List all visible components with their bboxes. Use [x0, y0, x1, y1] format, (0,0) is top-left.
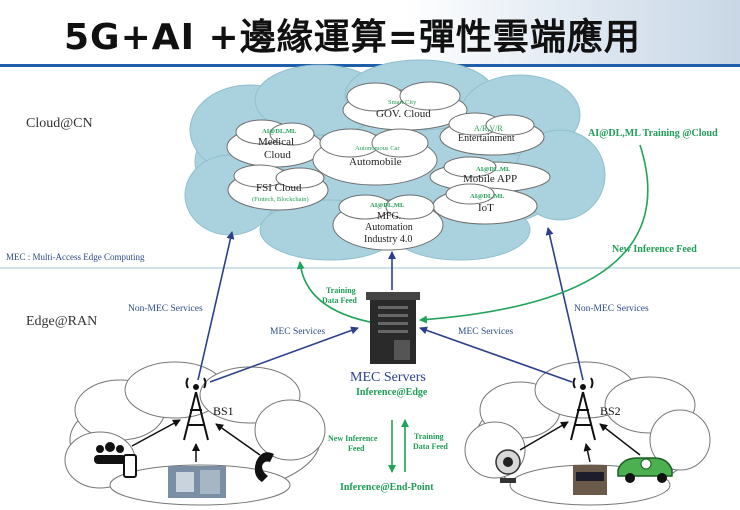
- cloud-mfg: [332, 194, 444, 251]
- mobile-ai-tag: AI@DL,ML: [476, 166, 511, 173]
- training-bottom-1: Training: [414, 432, 444, 441]
- bs2-label: BS2: [600, 404, 621, 418]
- cloud-fsi: [227, 164, 329, 211]
- iot-label: IoT: [478, 202, 494, 214]
- entertainment-label: Entertainment: [458, 133, 515, 144]
- webcam-icon: [495, 449, 521, 483]
- cloud-medical: [226, 119, 324, 168]
- fsi-cloud-label: FSI Cloud: [256, 182, 302, 194]
- training-feed-arrow: [296, 261, 376, 324]
- non-mec-right-arrow: [545, 227, 584, 381]
- medical-label-2: Cloud: [264, 149, 291, 161]
- cloud-automobile: [312, 128, 438, 186]
- mec-left-label: MEC Services: [270, 327, 326, 337]
- autonomous-car-tag: Autonomous Car: [355, 145, 400, 152]
- non-mec-left-arrow: [197, 231, 235, 381]
- ar-vr-tag: A/R,V/R: [474, 124, 503, 133]
- mec-servers-label: MEC Servers: [350, 370, 426, 385]
- training-feed-label-1: Training: [326, 286, 356, 295]
- autonomous-car-icon: [617, 457, 673, 483]
- new-inference-label: New Inference Feed: [612, 244, 697, 255]
- bs2-tower-icon: [570, 377, 596, 441]
- new-inference-arrow: [419, 144, 649, 324]
- mec-server-icon: [366, 292, 420, 364]
- mec-left-arrow: [209, 326, 359, 383]
- vr-headset-image: [573, 465, 607, 495]
- mfg-label-1: MFG.: [377, 211, 402, 222]
- cloud-gov: [342, 81, 468, 131]
- mec-definition: MEC : Multi-Access Edge Computing: [6, 252, 145, 262]
- green-arrows: [296, 144, 649, 473]
- mfg-label-3: Industry 4.0: [364, 234, 413, 245]
- mobile-app-label: Mobile APP: [463, 173, 518, 185]
- ai-training-label: AI@DL,ML Training @Cloud: [588, 128, 718, 139]
- smartphone-icon: [123, 454, 137, 478]
- page-title: 5G+AI +邊緣運算=彈性雲端應用: [64, 17, 641, 58]
- device-links: [131, 419, 641, 463]
- users-icon: [94, 442, 126, 464]
- cloud-zone-label: Cloud@CN: [26, 116, 93, 131]
- smart-city-tag: Smart City: [388, 99, 417, 106]
- bs1-label: BS1: [213, 404, 234, 418]
- mec-right-arrow: [419, 326, 573, 383]
- medical-label-1: Medical: [258, 136, 295, 148]
- medical-ai-tag: AI@DL,ML: [262, 128, 297, 135]
- header-bar: [0, 0, 740, 64]
- mfg-ai-tag: AI@DL,ML: [370, 202, 405, 209]
- inner-clouds: [226, 81, 551, 251]
- new-inference-bottom-2: Feed: [348, 444, 365, 453]
- iot-ai-tag: AI@DL,ML: [470, 193, 505, 200]
- edge-zone-label: Edge@RAN: [26, 314, 98, 329]
- non-mec-right-label: Non-MEC Services: [574, 304, 649, 314]
- fintech-tag: (Fintech, Blockchain): [252, 196, 309, 203]
- inference-endpoint-label: Inference@End-Point: [340, 482, 434, 493]
- robot-arm-image: [168, 466, 226, 498]
- blue-arrows: [197, 227, 584, 383]
- automobile-label: Automobile: [349, 156, 402, 168]
- bs1-tower-icon: [183, 377, 209, 441]
- mfg-label-2: Automation: [365, 222, 413, 233]
- mec-right-label: MEC Services: [458, 327, 514, 337]
- cloud-iot: [432, 183, 538, 225]
- header-divider: [0, 64, 740, 67]
- phone-icon: [254, 452, 274, 482]
- non-mec-left-label: Non-MEC Services: [128, 304, 203, 314]
- training-bottom-2: Data Feed: [413, 442, 448, 451]
- training-feed-label-2: Data Feed: [322, 296, 357, 305]
- inference-edge-label: Inference@Edge: [356, 387, 428, 398]
- gov-cloud-label: GOV. Cloud: [376, 108, 431, 120]
- new-inference-bottom-1: New Inference: [328, 434, 378, 443]
- cloud-entertainment: [439, 112, 545, 156]
